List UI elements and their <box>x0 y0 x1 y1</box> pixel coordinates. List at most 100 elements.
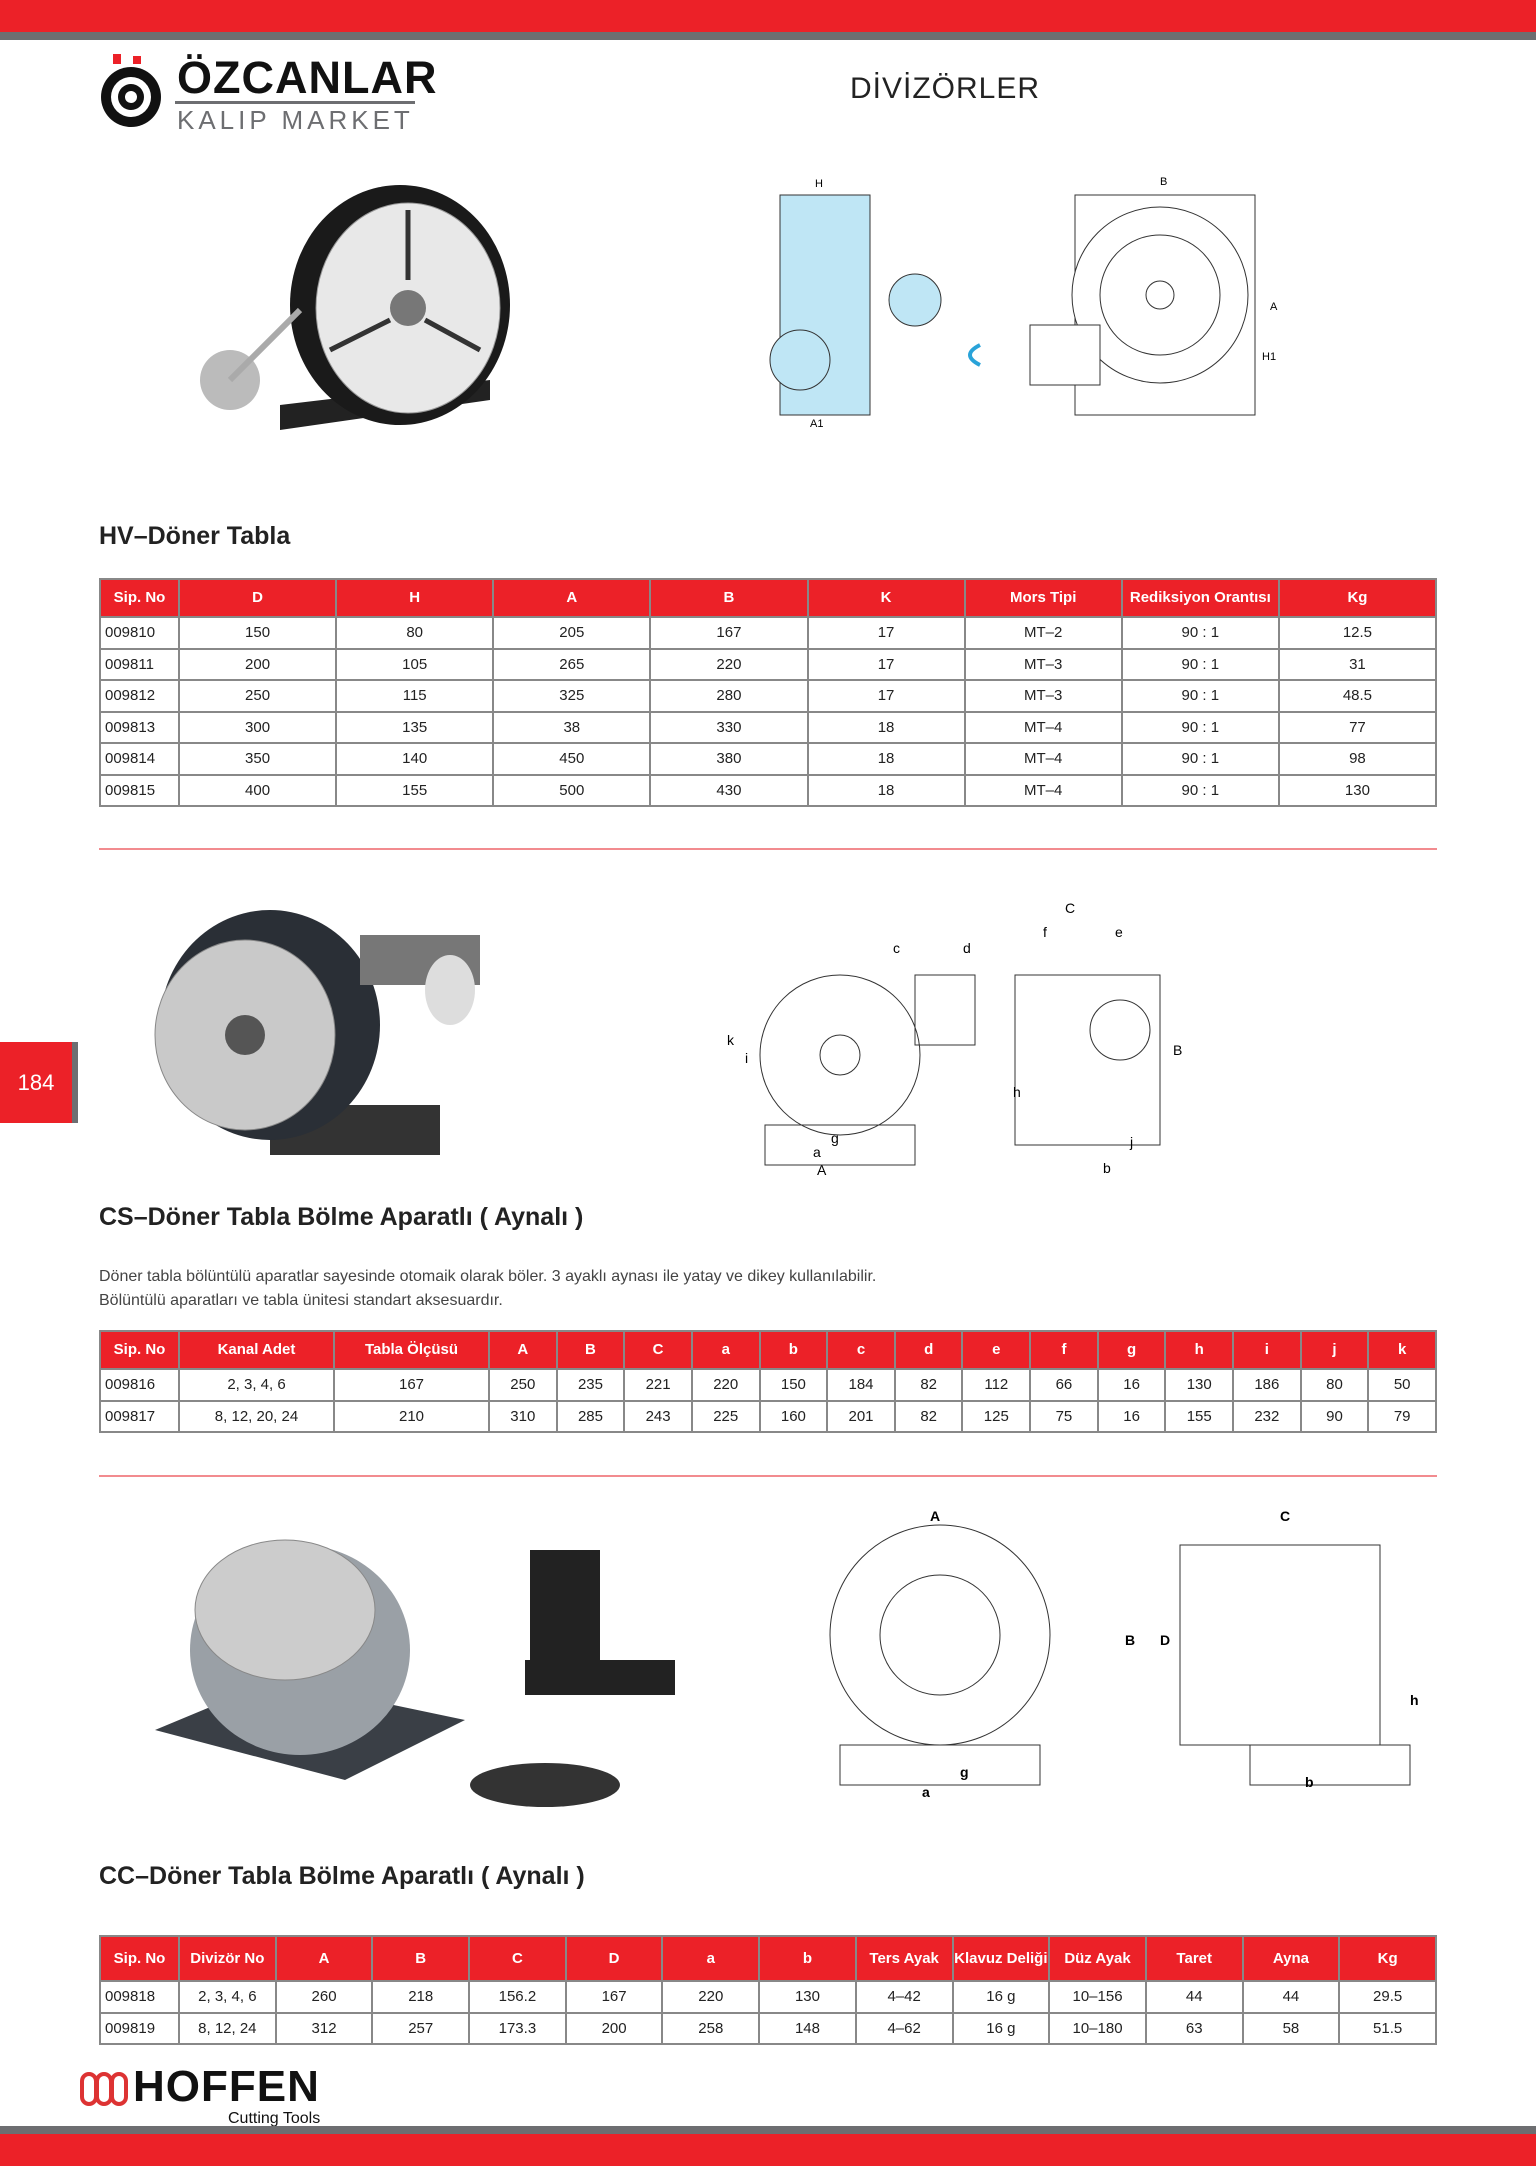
table-cell: 17 <box>806 616 966 650</box>
table-cell: 140 <box>335 742 495 776</box>
dim-label-A: A <box>817 1162 827 1178</box>
table-cell: 44 <box>1241 1980 1341 2014</box>
dim-label-k: k <box>727 1032 735 1048</box>
column-header: a <box>690 1330 761 1370</box>
dim-label-h1: H1 <box>1262 351 1276 363</box>
dim-label-e: e <box>1115 924 1123 940</box>
table-cell: 184 <box>826 1368 896 1402</box>
table-cell: 400 <box>177 773 338 807</box>
dim-label-g: g <box>960 1764 969 1780</box>
table-cell: 167 <box>333 1368 490 1402</box>
column-header: C <box>468 1935 567 1982</box>
table-cell: 125 <box>961 1399 1032 1433</box>
table-cell: 16 <box>1096 1368 1167 1402</box>
table-cell: 80 <box>1299 1368 1370 1402</box>
description-line: Döner tabla bölüntülü aparatlar sayesind… <box>99 1268 877 1285</box>
table-cell: 18 <box>806 710 966 744</box>
bottom-gray-bar <box>0 2126 1536 2134</box>
table-cell: 155 <box>1164 1399 1235 1433</box>
table-cell: 63 <box>1144 2011 1244 2045</box>
cc-rotary-table-photo <box>155 1539 675 1807</box>
bottom-red-bar <box>0 2134 1536 2166</box>
table-cell: 235 <box>555 1368 626 1402</box>
table-cell: 310 <box>488 1399 558 1433</box>
column-header: f <box>1029 1330 1099 1370</box>
table-cell: 150 <box>758 1368 829 1402</box>
table-cell: MT–3 <box>963 679 1123 713</box>
table-cell: 10–180 <box>1048 2011 1147 2045</box>
table-cell: 58 <box>1241 2011 1341 2045</box>
column-header: Sip. No <box>99 578 180 618</box>
table-cell: 18 <box>806 773 966 807</box>
column-header: Kanal Adet <box>178 1330 335 1370</box>
table-cell: 250 <box>488 1368 558 1402</box>
table-cell: 115 <box>335 679 495 713</box>
dim-label-D: D <box>1160 1632 1170 1648</box>
column-header: K <box>806 578 966 618</box>
hv-rotary-table-photo <box>200 185 510 430</box>
table-cell: 430 <box>649 773 809 807</box>
dim-label-a: A <box>1270 301 1278 313</box>
table-cell: 330 <box>649 710 809 744</box>
table-cell: 350 <box>177 742 338 776</box>
logo-divider <box>175 101 415 104</box>
table-cell: 90 : 1 <box>1120 710 1280 744</box>
table-cell: 12.5 <box>1277 616 1438 650</box>
table-cell: 009816 <box>99 1368 180 1402</box>
column-header: b <box>758 1935 857 1982</box>
table-cell: 200 <box>177 647 338 681</box>
table-cell: 312 <box>274 2011 374 2045</box>
table-cell: 4–42 <box>854 1980 954 2014</box>
table-cell: 450 <box>492 742 652 776</box>
column-header: a <box>661 1935 761 1982</box>
column-header: b <box>758 1330 829 1370</box>
table-cell: 009815 <box>99 773 180 807</box>
table-cell: 16 <box>1096 1399 1167 1433</box>
table-cell: MT–2 <box>963 616 1123 650</box>
table-cell: 218 <box>371 1980 471 2014</box>
dim-label-h: H <box>815 178 823 190</box>
table-cell: 90 : 1 <box>1120 616 1280 650</box>
brand-subtitle: KALIP MARKET <box>177 105 414 135</box>
table-cell: 135 <box>335 710 495 744</box>
table-cell: 220 <box>661 1980 761 2014</box>
table-cell: 265 <box>492 647 652 681</box>
column-header: H <box>335 578 495 618</box>
table-cell: 2, 3, 4, 6 <box>178 1980 277 2014</box>
table-cell: 75 <box>1029 1399 1099 1433</box>
column-header: C <box>623 1330 693 1370</box>
column-header: D <box>177 578 338 618</box>
column-header: Rediksiyon Orantısı <box>1120 578 1280 618</box>
table-cell: 90 : 1 <box>1120 679 1280 713</box>
table-cell: 009812 <box>99 679 180 713</box>
column-header: B <box>555 1330 626 1370</box>
table-cell: 009819 <box>99 2011 180 2045</box>
hv-section-heading: HV–Döner Tabla <box>99 522 291 550</box>
dim-label-B: B <box>1125 1632 1135 1648</box>
table-cell: 225 <box>690 1399 761 1433</box>
column-header: d <box>893 1330 964 1370</box>
table-cell: 250 <box>177 679 338 713</box>
table-cell: MT–3 <box>963 647 1123 681</box>
table-cell: MT–4 <box>963 710 1123 744</box>
dim-label-A: A <box>930 1508 940 1524</box>
table-cell: 220 <box>649 647 809 681</box>
column-header: g <box>1096 1330 1167 1370</box>
hv-technical-drawing: H B A A1 H1 <box>769 176 1278 430</box>
page-title: DİVİZÖRLER <box>850 72 1041 105</box>
column-header: B <box>649 578 809 618</box>
dim-label-B: B <box>1173 1042 1182 1058</box>
table-cell: 221 <box>623 1368 693 1402</box>
table-cell: 258 <box>661 2011 761 2045</box>
table-cell: 90 : 1 <box>1120 647 1280 681</box>
table-cell: 009818 <box>99 1980 180 2014</box>
cs-rotary-table-photo <box>154 910 480 1155</box>
cc-section-heading: CC–Döner Tabla Bölme Aparatlı ( Aynalı ) <box>99 1862 585 1890</box>
